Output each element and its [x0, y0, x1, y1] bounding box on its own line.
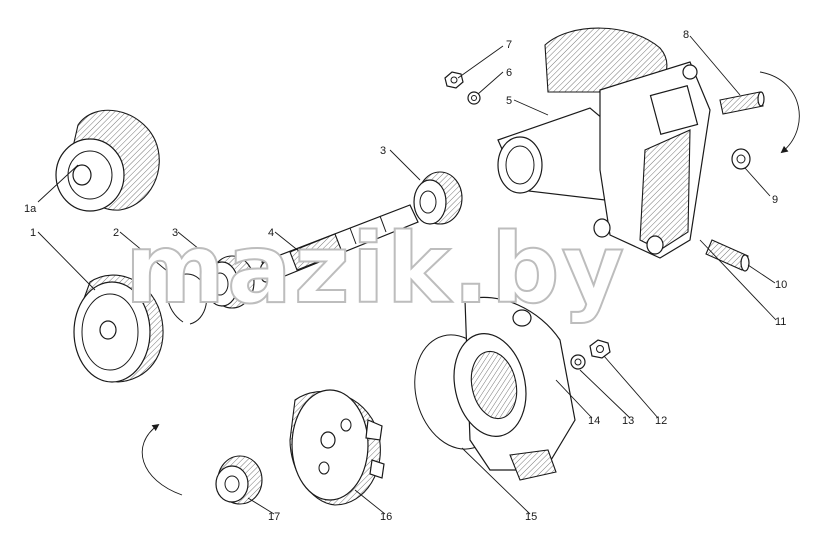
callout-8: 8 — [683, 29, 689, 41]
leader-lines — [37, 35, 777, 515]
callout-15: 15 — [525, 511, 537, 523]
callout-3-upper: 3 — [380, 145, 386, 157]
stud-8 — [719, 91, 765, 115]
nut-12 — [589, 339, 611, 359]
watermark: mazik.by — [125, 213, 626, 325]
seal-17 — [215, 455, 263, 505]
shaft-4 — [259, 204, 419, 283]
pulley-1a — [55, 109, 160, 212]
callout-4: 4 — [268, 227, 274, 239]
callout-16: 16 — [380, 511, 392, 523]
nut-7 — [444, 71, 464, 89]
washer-6 — [467, 91, 481, 105]
bearing-3-left — [205, 255, 255, 309]
callout-17: 17 — [268, 511, 280, 523]
callout-6: 6 — [506, 67, 512, 79]
stud-10 — [705, 239, 750, 272]
callout-1a: 1а — [24, 203, 37, 215]
callout-7: 7 — [506, 39, 512, 51]
callout-13: 13 — [622, 415, 634, 427]
rotation-arrow-bottom — [141, 423, 183, 496]
rotation-arrow-top — [759, 71, 800, 154]
callout-3-left: 3 — [172, 227, 178, 239]
callouts: 1а 1 2 3 4 3 5 6 7 8 9 10 11 12 13 14 15… — [24, 29, 787, 523]
callout-10: 10 — [775, 279, 787, 291]
impeller-16 — [289, 389, 385, 506]
callout-11: 11 — [775, 316, 786, 328]
washer-13 — [570, 354, 586, 370]
retaining-ring-2 — [167, 273, 208, 325]
pulley-1 — [73, 274, 164, 383]
callout-12: 12 — [655, 415, 667, 427]
callout-14: 14 — [588, 415, 600, 427]
bearing-3-upper — [413, 171, 463, 225]
callout-2: 2 — [113, 227, 119, 239]
lower-housing-14 — [453, 296, 576, 481]
pump-housing-5 — [497, 27, 711, 259]
callout-9: 9 — [772, 194, 778, 206]
washer-9 — [731, 148, 751, 170]
callout-1: 1 — [30, 227, 36, 239]
callout-5: 5 — [506, 95, 512, 107]
